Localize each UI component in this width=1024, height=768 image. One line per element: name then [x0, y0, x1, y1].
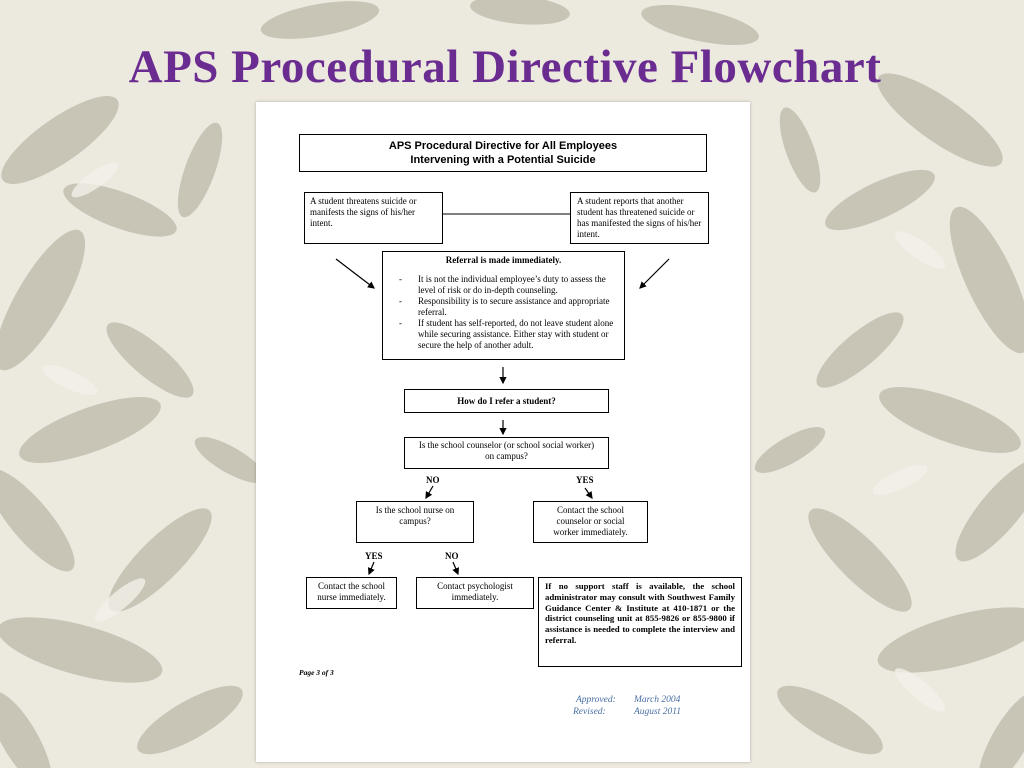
arrow-left-to-referral [335, 258, 375, 289]
revised-date: August 2011 [634, 707, 682, 717]
referral-bullet: Responsibility is to secure assistance a… [391, 296, 616, 318]
approved-date: March 2004 [634, 695, 681, 705]
document-header: APS Procedural Directive for All Employe… [299, 134, 707, 172]
referral-bullet: It is not the individual employee’s duty… [391, 274, 616, 296]
student-threatens-box: A student threatens suicide or manifests… [304, 192, 443, 244]
slide-title: APS Procedural Directive Flowchart [128, 41, 882, 93]
flowchart-document: APS Procedural Directive for All Employe… [256, 102, 750, 762]
document-header-line1: APS Procedural Directive for All Employe… [388, 140, 618, 152]
counselor-question-box: Is the school counselor (or school socia… [404, 437, 609, 469]
arrow-yes-to-contact [584, 487, 593, 499]
contact-counselor-box: Contact the school counselor or social w… [533, 501, 648, 543]
contact-psychologist-box: Contact psychologist immediately. [416, 577, 534, 609]
arrow-yes-to-contact-nurse [367, 561, 375, 576]
label-no-nurse: NO [445, 551, 459, 561]
revised-label: Revised: [573, 707, 606, 717]
approved-label: Approved: [576, 695, 616, 705]
referral-bullet: If student has self-reported, do not lea… [391, 318, 616, 351]
label-yes-counselor: YES [576, 475, 594, 485]
label-yes-nurse: YES [365, 551, 383, 561]
no-support-box: If no support staff is available, the sc… [538, 577, 742, 667]
student-reports-box: A student reports that another student h… [570, 192, 709, 244]
nurse-question-box: Is the school nurse on campus? [356, 501, 474, 543]
arrow-right-to-referral [639, 258, 670, 289]
referral-box: Referral is made immediately. It is not … [382, 251, 625, 360]
page-number: Page 3 of 3 [299, 668, 334, 677]
how-refer-box: How do I refer a student? [404, 389, 609, 413]
arrow-no-to-nurse [425, 485, 434, 500]
contact-nurse-box: Contact the school nurse immediately. [306, 577, 397, 609]
referral-list: It is not the individual employee’s duty… [391, 274, 616, 351]
document-header-line2: Intervening with a Potential Suicide [410, 154, 596, 166]
arrow-no-to-psychologist [452, 561, 460, 576]
label-no-counselor: NO [426, 475, 440, 485]
referral-title: Referral is made immediately. [445, 255, 562, 265]
